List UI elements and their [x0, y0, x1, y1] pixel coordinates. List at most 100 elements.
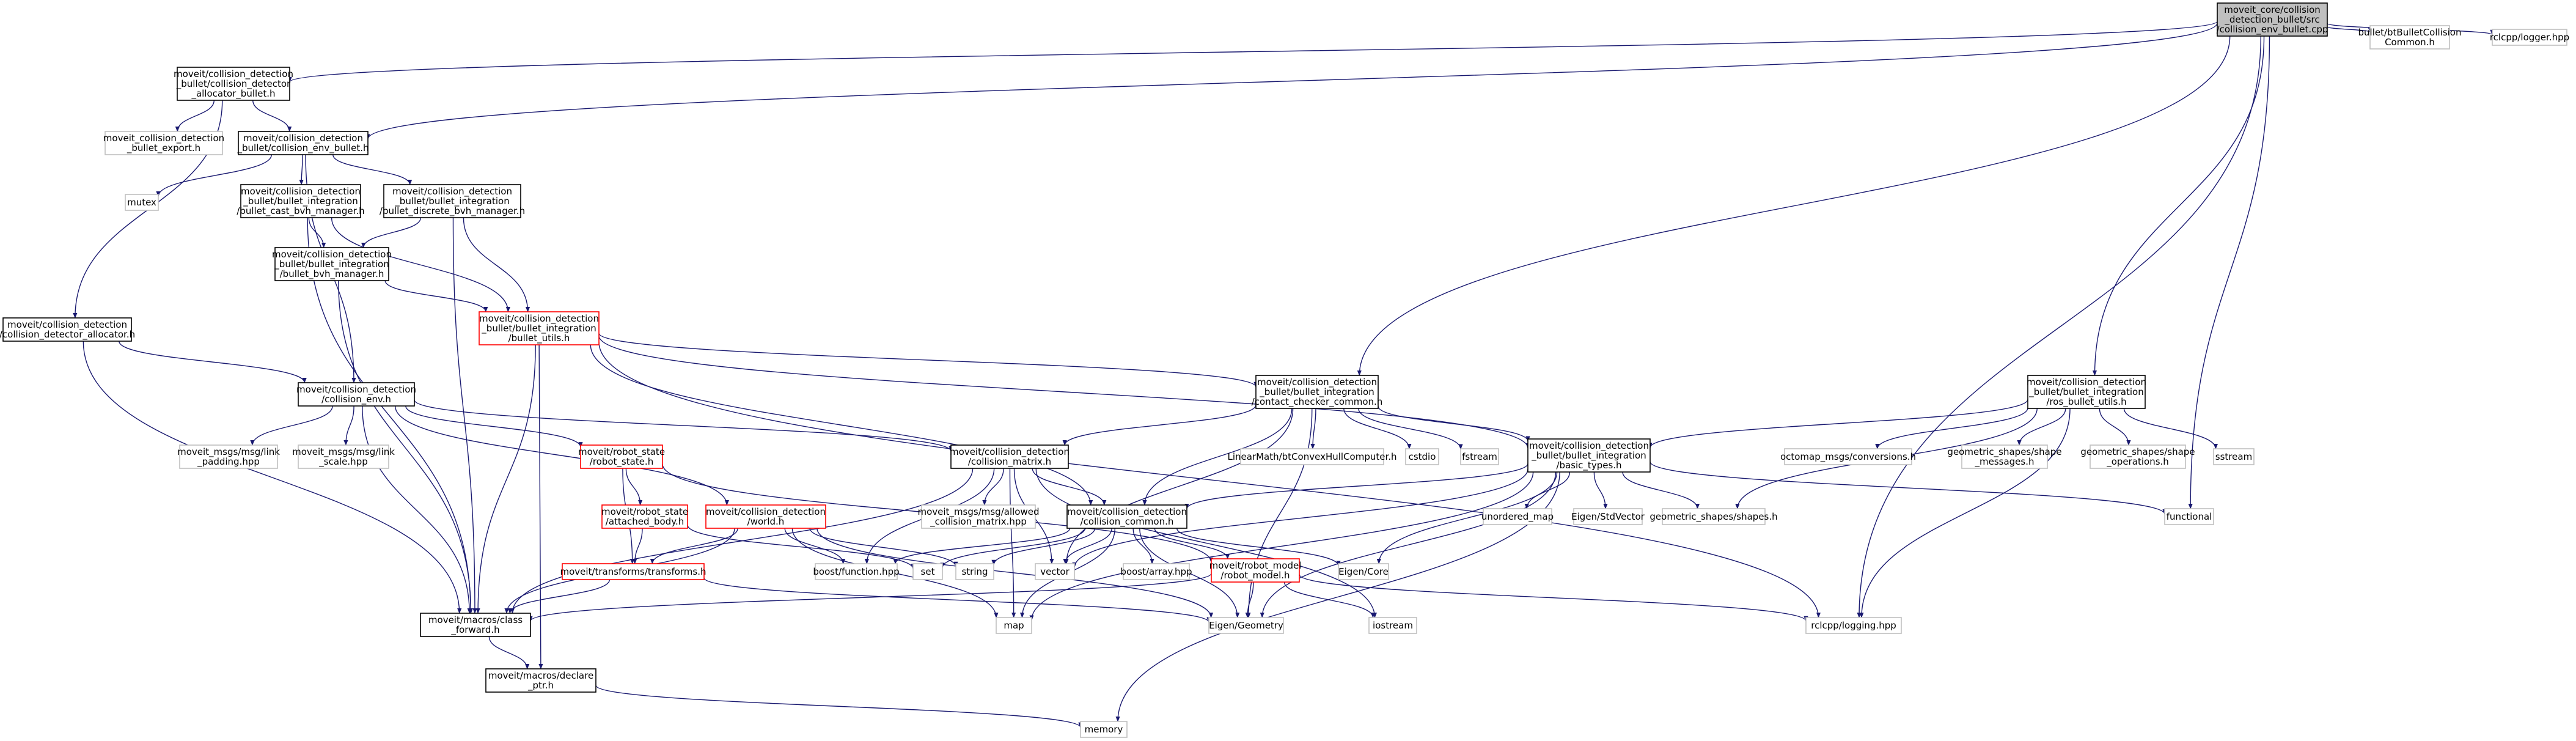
edge-transforms-to-eigen_geometry: [703, 577, 1211, 623]
node-robot_model[interactable]: moveit/robot_model/robot_model.h: [1209, 558, 1302, 583]
edge-basic_types-to-map: [1029, 471, 1534, 621]
edge-contact_checker-to-cstdio: [1343, 408, 1412, 449]
node-std_vector: Eigen/StdVector: [1571, 508, 1645, 525]
edge-robot_model-to-eigen_geometry: [1245, 581, 1254, 618]
node-label-line: moveit/collision_detection: [7, 319, 127, 331]
edge-root-to-env_bullet: [365, 23, 2218, 140]
node-declare_ptr[interactable]: moveit/macros/declare_ptr.h: [485, 668, 596, 693]
node-label-line: moveit_core/collision: [2224, 4, 2321, 16]
edge-contact_checker-to-fstream: [1358, 408, 1463, 450]
node-ros_utils[interactable]: moveit/collision_detection_bullet/bullet…: [2027, 375, 2146, 409]
node-box: [2213, 448, 2255, 465]
node-transforms[interactable]: moveit/transforms/transforms.h: [560, 563, 706, 580]
node-box: [1080, 721, 1128, 738]
node-label-line: memory: [1085, 724, 1123, 735]
node-label-line: _bullet/bullet_integration: [274, 259, 389, 270]
node-label-line: _padding.hpp: [197, 456, 260, 468]
node-label-line: /bullet_discrete_bvh_manager.h: [380, 205, 525, 217]
node-map: map: [996, 617, 1032, 634]
edge-collision_env-to-class_forward: [362, 405, 472, 614]
node-boost_function: boost/function.hpp: [813, 563, 900, 580]
node-attached_body[interactable]: moveit/robot_state/attached_body.h: [601, 504, 688, 529]
node-box: [179, 444, 278, 469]
edge-collision_env-to-link_scale: [343, 405, 354, 446]
node-box: [105, 131, 223, 155]
node-world[interactable]: moveit/collision_detection/world.h: [705, 504, 826, 529]
node-box: [2027, 375, 2146, 409]
node-discrete_bvh[interactable]: moveit/collision_detection_bullet/bullet…: [380, 184, 525, 218]
node-root[interactable]: moveit_core/collision_detection_bullet/s…: [2217, 2, 2328, 37]
node-box: [996, 617, 1032, 634]
node-alloc_bullet[interactable]: moveit/collision_detection_bullet/collis…: [174, 67, 293, 101]
node-robot_state[interactable]: moveit/robot_state/robot_state.h: [578, 444, 665, 469]
node-shape_operations: geometric_shapes/shape_operations.h: [2080, 444, 2195, 469]
node-label-line: moveit_msgs/msg/allowed: [918, 506, 1040, 518]
node-bvh_manager[interactable]: moveit/collision_detection_bullet/bullet…: [272, 247, 392, 281]
node-label-line: _bullet_export.h: [127, 142, 200, 154]
node-box: [1805, 617, 1902, 634]
edge-world-to-boost_function: [784, 528, 846, 564]
node-bullet_utils[interactable]: moveit/collision_detection_bullet/bullet…: [479, 311, 600, 345]
node-mutex: mutex: [125, 194, 159, 211]
node-contact_checker[interactable]: moveit/collision_detection_bullet/bullet…: [1252, 375, 1383, 409]
node-box: [2217, 2, 2328, 37]
node-label-line: _bullet/collision_env_bullet.h: [237, 142, 369, 154]
node-alloc[interactable]: moveit/collision_detection/collision_det…: [0, 317, 135, 342]
node-cstdio: cstdio: [1405, 448, 1439, 465]
node-class_forward[interactable]: moveit/macros/class_forward.h: [420, 613, 531, 637]
node-label-line: /ros_bullet_utils.h: [2046, 396, 2126, 408]
node-label-line: _bullet/bullet_integration: [481, 323, 596, 334]
node-label-line: _scale.hpp: [318, 456, 367, 468]
node-box: [1240, 448, 1384, 465]
node-label-line: /bullet_cast_bvh_manager.h: [237, 205, 364, 217]
node-cast_bvh[interactable]: moveit/collision_detection_bullet/bullet…: [237, 184, 365, 218]
node-label-line: moveit_collision_detection: [103, 133, 224, 144]
edge-root-to-bt_common: [2327, 26, 2372, 33]
node-label-line: moveit/robot_model: [1209, 560, 1302, 572]
edge-root-to-contact_checker: [1357, 35, 2231, 376]
node-collision_env[interactable]: moveit/collision_detection/collision_env…: [296, 382, 416, 407]
edge-declare_ptr-to-memory: [595, 685, 1083, 728]
node-label-line: rclcpp/logger.hpp: [2490, 32, 2569, 43]
node-label-line: boost/array.hpp: [1120, 566, 1192, 577]
edge-collision_common-to-string: [991, 528, 1096, 566]
node-collision_common[interactable]: moveit/collision_detection/collision_com…: [1066, 504, 1187, 529]
node-env_bullet[interactable]: moveit/collision_detection_bullet/collis…: [237, 131, 369, 155]
node-label-line: moveit/collision_detection: [1257, 377, 1377, 388]
node-label-line: _forward.h: [450, 624, 499, 636]
node-basic_types[interactable]: moveit/collision_detection_bullet/bullet…: [1527, 438, 1651, 473]
edge-world-to-eigen_geometry: [816, 528, 1214, 618]
node-label-line: map: [1004, 620, 1024, 631]
node-label-line: moveit/collision_detection: [950, 446, 1070, 458]
node-box: [1211, 558, 1300, 583]
edge-ros_utils-to-shape_messages: [2017, 408, 2066, 446]
node-box: [1527, 438, 1651, 473]
edge-collision_env-to-robot_state: [405, 405, 583, 448]
node-label-line: octomap_msgs/conversions.h: [1780, 451, 1916, 463]
node-label-line: moveit/collision_detection: [272, 249, 392, 260]
node-box: [580, 444, 663, 469]
node-bullet_export: moveit_collision_detection_bullet_export…: [103, 131, 224, 155]
node-collision_matrix[interactable]: moveit/collision_detection/collision_mat…: [950, 444, 1070, 469]
edge-bvh_manager-to-class_forward: [338, 280, 474, 614]
edge-cast_bvh-to-class_forward: [307, 217, 473, 614]
node-shapes_h: geometric_shapes/shapes.h: [1649, 508, 1778, 525]
node-label-line: moveit_msgs/msg/link: [177, 446, 280, 458]
node-box: [240, 184, 361, 218]
node-box: [1961, 444, 2048, 469]
node-label-line: _bullet/collision_detector: [176, 78, 291, 90]
edge-bullet_utils-to-declare_ptr: [538, 344, 543, 669]
node-box: [1123, 563, 1190, 580]
edge-root-to-rclcpp_logging: [1857, 35, 2262, 618]
node-label-line: _messages.h: [1974, 456, 2034, 468]
edge-env_bullet-to-mutex: [156, 154, 272, 197]
node-label-line: moveit/collision_detection: [296, 384, 416, 396]
edge-collision_common-to-vector: [1063, 528, 1112, 564]
node-label-line: boost/function.hpp: [813, 566, 899, 577]
node-box: [601, 504, 688, 529]
node-label-line: /robot_model.h: [1220, 570, 1290, 581]
node-label-line: /world.h: [747, 516, 785, 527]
edge-alloc-to-collision_env: [119, 341, 307, 383]
node-label-line: mutex: [127, 197, 156, 208]
